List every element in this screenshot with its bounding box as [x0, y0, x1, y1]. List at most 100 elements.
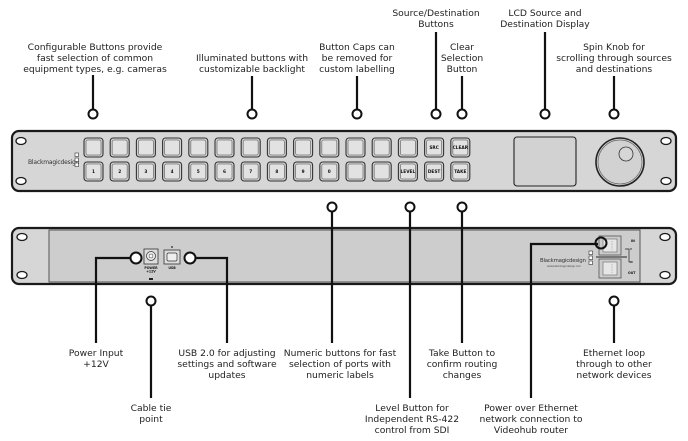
power-port-label: POWER+12V: [144, 266, 158, 273]
src-button[interactable]: SRC: [424, 137, 445, 158]
rear-brand-logo: Blackmagicdesign: [540, 258, 586, 264]
configurable-button[interactable]: [109, 137, 130, 158]
button-label: 5: [197, 169, 200, 175]
callout-marker: [456, 201, 468, 213]
configurable-button[interactable]: [83, 137, 104, 158]
configurable-button[interactable]: [135, 137, 156, 158]
ethernet-out-label: OUT: [628, 271, 636, 275]
rack-mount-hole: [659, 232, 671, 242]
callout-numeric-buttons: Numeric buttons for fast selection of po…: [283, 348, 397, 381]
rear-logo-squares-icon: [588, 250, 593, 265]
button-label: 0: [328, 169, 331, 175]
ethernet-loop-symbol-icon: [625, 248, 633, 263]
callout-poe: Power over Ethernet network connection t…: [479, 403, 583, 436]
callout-cable-tie: Cable tie point: [130, 403, 172, 425]
clear-button[interactable]: CLEAR: [450, 137, 471, 158]
configurable-button[interactable]: [397, 137, 418, 158]
callout-lcd-display: LCD Source and Destination Display: [500, 8, 590, 30]
numeric-button-4[interactable]: 4: [162, 161, 183, 182]
configurable-button[interactable]: [240, 137, 261, 158]
usb-indicator-dot: [171, 246, 173, 248]
blank-button[interactable]: [345, 161, 366, 182]
rack-mount-hole: [16, 232, 28, 242]
button-label: LEVEL: [401, 169, 416, 175]
callout-marker: [246, 108, 258, 120]
level-button[interactable]: LEVEL: [397, 161, 418, 182]
ethernet-in-port[interactable]: [598, 235, 622, 256]
numeric-button-7[interactable]: 7: [240, 161, 261, 182]
callout-usb: USB 2.0 for adjusting settings and softw…: [177, 348, 277, 381]
callout-configurable-buttons: Configurable Buttons provide fast select…: [23, 42, 167, 75]
configurable-button[interactable]: [214, 137, 235, 158]
callout-marker: [183, 251, 197, 265]
usb-port[interactable]: [163, 249, 181, 265]
leader-lines: [91, 32, 616, 398]
callout-marker: [456, 108, 468, 120]
configurable-button[interactable]: [266, 137, 287, 158]
button-label: DEST: [428, 169, 441, 175]
callout-marker: [129, 251, 143, 265]
button-label: 8: [275, 169, 278, 175]
callout-ethernet-loop: Ethernet loop through to other network d…: [576, 348, 652, 381]
rack-mount-hole: [15, 176, 27, 186]
rack-mount-hole: [16, 270, 28, 280]
callout-marker: [594, 236, 608, 250]
dest-button[interactable]: DEST: [424, 161, 445, 182]
callout-marker: [539, 108, 551, 120]
usb-port-label: USB: [168, 266, 176, 270]
configurable-button[interactable]: [319, 137, 340, 158]
button-label: CLEAR: [453, 145, 469, 151]
button-label: 9: [302, 169, 305, 175]
callout-source-destination: Source/Destination Buttons: [392, 8, 480, 30]
rack-mount-hole: [659, 270, 671, 280]
configurable-button[interactable]: [293, 137, 314, 158]
button-label: 1: [92, 169, 95, 175]
rack-mount-hole: [660, 136, 672, 146]
numeric-button-6[interactable]: 6: [214, 161, 235, 182]
callout-marker: [351, 108, 363, 120]
configurable-button[interactable]: [162, 137, 183, 158]
callout-marker: [326, 201, 338, 213]
numeric-button-2[interactable]: 2: [109, 161, 130, 182]
configurable-button[interactable]: [371, 137, 392, 158]
lcd-display: [513, 136, 577, 187]
callout-marker: [608, 108, 620, 120]
button-label: 2: [118, 169, 121, 175]
numeric-button-8[interactable]: 8: [266, 161, 287, 182]
rear-panel: POWER+12V USB Blackmagicdesign www.black…: [10, 226, 678, 286]
callout-take-button: Take Button to confirm routing changes: [426, 348, 498, 381]
callout-power-input: Power Input +12V: [68, 348, 124, 370]
ethernet-out-port[interactable]: [598, 258, 622, 279]
button-label: SRC: [429, 145, 439, 151]
rack-mount-hole: [15, 136, 27, 146]
callout-button-caps: Button Caps can be removed for custom la…: [319, 42, 395, 75]
rack-mount-hole: [660, 176, 672, 186]
callout-marker: [145, 295, 157, 307]
callout-clear-selection: Clear Selection Button: [440, 42, 484, 75]
spin-knob[interactable]: [595, 137, 645, 187]
configurable-button[interactable]: [345, 137, 366, 158]
power-input-port[interactable]: [143, 248, 159, 265]
configurable-button[interactable]: [188, 137, 209, 158]
numeric-button-9[interactable]: 9: [293, 161, 314, 182]
callout-marker: [87, 108, 99, 120]
button-label: 3: [144, 169, 147, 175]
numeric-button-3[interactable]: 3: [135, 161, 156, 182]
callout-marker: [404, 201, 416, 213]
callout-marker: [430, 108, 442, 120]
button-label: TAKE: [454, 169, 466, 175]
button-label: 7: [249, 169, 252, 175]
take-button[interactable]: TAKE: [450, 161, 471, 182]
callout-level-button: Level Button for Independent RS-422 cont…: [364, 403, 460, 436]
button-label: 6: [223, 169, 226, 175]
brand-logo: Blackmagicdesign: [28, 159, 80, 166]
numeric-button-1[interactable]: 1: [83, 161, 104, 182]
blank-button[interactable]: [371, 161, 392, 182]
front-button-grid: 1 2 3 4 5 6 7 8 9 0 LEVEL SRC DEST CLEAR TAKE: [83, 137, 471, 182]
rear-website-text: www.blackmagicdesign.com: [547, 265, 582, 268]
cable-tie-point: [149, 278, 153, 280]
numeric-button-5[interactable]: 5: [188, 161, 209, 182]
callout-marker: [608, 295, 620, 307]
numeric-button-0[interactable]: 0: [319, 161, 340, 182]
